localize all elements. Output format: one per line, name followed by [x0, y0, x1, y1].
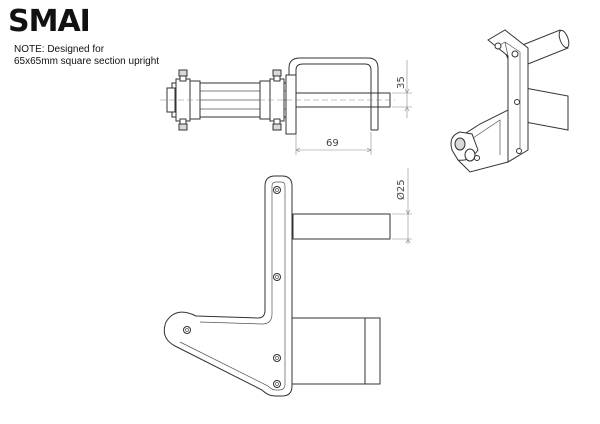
isometric-view — [450, 29, 570, 173]
design-note: NOTE: Designed for 65x65mm square sectio… — [14, 44, 159, 68]
dimension-diameter-25: Ø25 — [395, 179, 407, 200]
top-view: 35 69 — [160, 57, 412, 155]
note-line-1: NOTE: Designed for — [14, 44, 105, 55]
note-line-2: 65x65mm square section upright — [14, 56, 160, 67]
side-view: Ø25 — [163, 168, 412, 397]
dimension-69: 69 — [326, 138, 339, 149]
brand-logo: SMAI — [8, 4, 91, 39]
dimension-35: 35 — [396, 76, 407, 89]
